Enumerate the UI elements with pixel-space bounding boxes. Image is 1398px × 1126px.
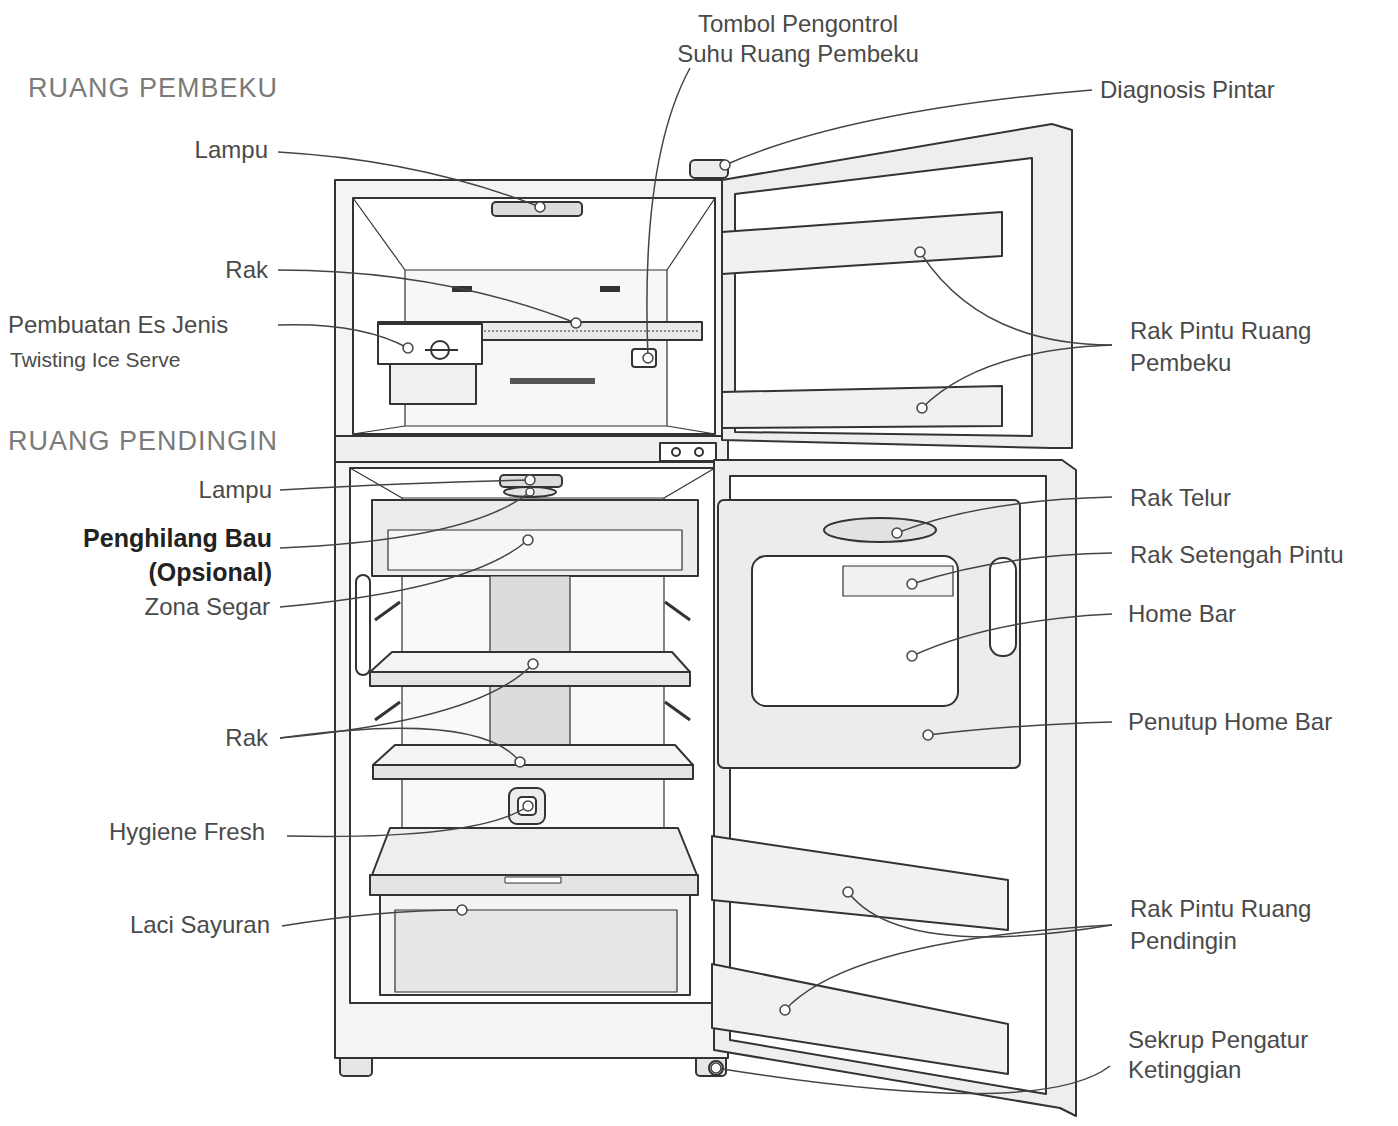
section-heading: RUANG PENDINGIN [8, 425, 338, 457]
callout-label: Lampu [58, 475, 272, 505]
callout-label: Pembuatan Es Jenis [8, 310, 288, 340]
callout-label: Zona Segar [58, 592, 270, 622]
callout-label: Rak Pintu Ruang Pembeku [1130, 315, 1370, 379]
callout-label: Tombol Pengontrol Suhu Ruang Pembeku [673, 9, 923, 69]
callout-label: Hygiene Fresh [55, 817, 265, 847]
callout-label: Laci Sayuran [58, 910, 270, 940]
callout-label: Rak Setengah Pintu [1130, 540, 1396, 570]
callout-label: Penghilang Bau (Opsional) [60, 521, 272, 589]
callout-label: Lampu [58, 135, 268, 165]
callout-label: Sekrup Pengatur Ketinggian [1128, 1025, 1368, 1085]
fridge-body [335, 124, 1076, 1116]
callout-dots [403, 160, 933, 1073]
leader-lines [278, 68, 1112, 1094]
callout-label: Home Bar [1128, 599, 1368, 629]
callout-label: Diagnosis Pintar [1100, 75, 1340, 105]
section-heading: RUANG PEMBEKU [28, 72, 358, 104]
callout-label: Rak Pintu Ruang Pendingin [1130, 893, 1370, 957]
callout-label: Rak Telur [1130, 483, 1370, 513]
callout-label: Twisting Ice Serve [10, 347, 290, 373]
callout-label: Rak [58, 255, 268, 285]
callout-label: Rak [58, 723, 268, 753]
callout-label: Penutup Home Bar [1128, 707, 1394, 737]
